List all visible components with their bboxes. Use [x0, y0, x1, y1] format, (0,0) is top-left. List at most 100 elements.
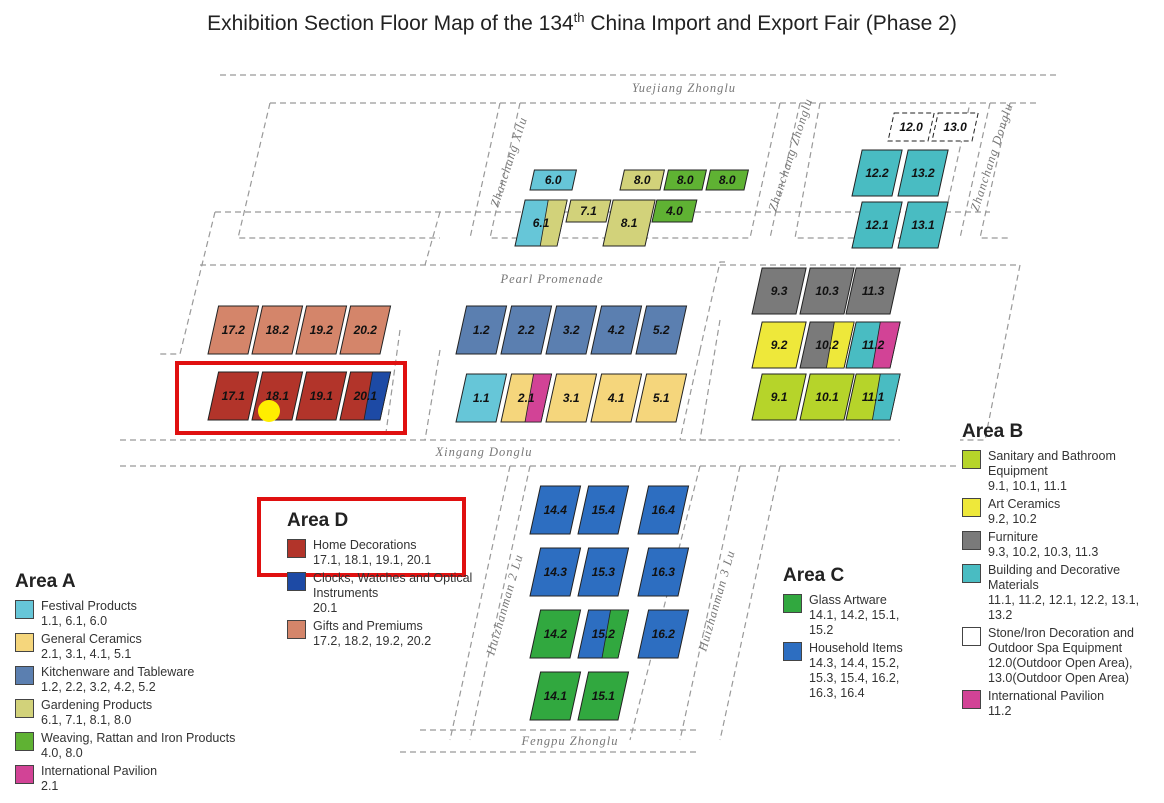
booth-16-3[interactable]: 16.3	[637, 547, 690, 597]
booth-2-2[interactable]: 2.2	[500, 305, 553, 355]
booth-shape[interactable]	[529, 485, 582, 535]
booth-5-1[interactable]: 5.1	[635, 373, 688, 423]
booth-5-2[interactable]: 5.2	[635, 305, 688, 355]
booth-10-1[interactable]: 10.1	[799, 373, 855, 421]
legend-label: Stone/Iron Decoration and Outdoor Spa Eq…	[988, 626, 1134, 655]
booth-9-3[interactable]: 9.3	[751, 267, 807, 315]
booth-shape[interactable]	[545, 305, 598, 355]
booth-4-2[interactable]: 4.2	[590, 305, 643, 355]
booth-shape[interactable]	[851, 201, 903, 249]
booth-shape[interactable]	[637, 485, 690, 535]
booth-shape[interactable]	[295, 305, 348, 355]
booth-13-0[interactable]: 13.0	[931, 112, 979, 142]
booth-12-0[interactable]: 12.0	[887, 112, 935, 142]
booth-shape[interactable]	[577, 485, 630, 535]
booth-shape[interactable]	[751, 267, 807, 315]
booth-8-0[interactable]: 8.0	[705, 169, 750, 191]
booth-19-2[interactable]: 19.2	[295, 305, 348, 355]
booth-shape[interactable]	[455, 305, 508, 355]
booth-1-1[interactable]: 1.1	[455, 373, 508, 423]
booth-shape[interactable]	[602, 199, 656, 247]
booth-6-1[interactable]: 6.1	[514, 199, 568, 247]
booth-8-1[interactable]: 8.1	[602, 199, 656, 247]
booth-6-0[interactable]: 6.0	[529, 169, 578, 191]
booth-shape[interactable]	[651, 199, 698, 223]
booth-shape[interactable]	[565, 199, 612, 223]
booth-shape[interactable]	[455, 373, 508, 423]
booth-3-2[interactable]: 3.2	[545, 305, 598, 355]
booth-shape[interactable]	[799, 373, 855, 421]
booth-shape[interactable]	[529, 609, 582, 659]
booth-shape[interactable]	[590, 305, 643, 355]
booth-19-1[interactable]: 19.1	[295, 371, 348, 421]
booth-shape[interactable]	[529, 671, 582, 721]
booth-9-1[interactable]: 9.1	[751, 373, 807, 421]
booth-20-1[interactable]: 20.1	[339, 371, 392, 421]
booth-shape[interactable]	[845, 267, 901, 315]
booth-shape[interactable]	[897, 149, 949, 197]
booth-shape[interactable]	[851, 149, 903, 197]
booth-shape[interactable]	[887, 112, 935, 142]
booth-shape-secondary	[871, 321, 901, 369]
booth-13-1[interactable]: 13.1	[897, 201, 949, 249]
booth-16-2[interactable]: 16.2	[637, 609, 690, 659]
booth-10-3[interactable]: 10.3	[799, 267, 855, 315]
booth-14-3[interactable]: 14.3	[529, 547, 582, 597]
booth-shape[interactable]	[590, 373, 643, 423]
booth-shape[interactable]	[545, 373, 598, 423]
booth-7-1[interactable]: 7.1	[565, 199, 612, 223]
booth-4-1[interactable]: 4.1	[590, 373, 643, 423]
booth-shape[interactable]	[705, 169, 750, 191]
booth-15-4[interactable]: 15.4	[577, 485, 630, 535]
booth-4-0[interactable]: 4.0	[651, 199, 698, 223]
booth-20-2[interactable]: 20.2	[339, 305, 392, 355]
booth-shape[interactable]	[751, 321, 807, 369]
booth-15-2[interactable]: 15.2	[577, 609, 630, 659]
booth-label: 4.2	[607, 323, 625, 337]
booth-shape[interactable]	[931, 112, 979, 142]
booth-shape[interactable]	[207, 371, 260, 421]
road-zhanchang-zhonglu: Zhanchang Zhonglu	[766, 96, 816, 213]
booth-10-2[interactable]: 10.2	[799, 321, 855, 369]
booth-12-2[interactable]: 12.2	[851, 149, 903, 197]
booth-shape[interactable]	[799, 267, 855, 315]
booth-9-2[interactable]: 9.2	[751, 321, 807, 369]
booth-13-2[interactable]: 13.2	[897, 149, 949, 197]
booth-shape[interactable]	[207, 305, 260, 355]
booth-shape[interactable]	[529, 169, 578, 191]
booth-8-0[interactable]: 8.0	[619, 169, 666, 191]
booth-11-1[interactable]: 11.1	[845, 373, 901, 421]
booth-17-2[interactable]: 17.2	[207, 305, 260, 355]
booth-3-1[interactable]: 3.1	[545, 373, 598, 423]
legend-label: General Ceramics	[41, 632, 142, 646]
booth-shape[interactable]	[751, 373, 807, 421]
booth-shape[interactable]	[637, 609, 690, 659]
booth-16-4[interactable]: 16.4	[637, 485, 690, 535]
booth-14-1[interactable]: 14.1	[529, 671, 582, 721]
booth-1-2[interactable]: 1.2	[455, 305, 508, 355]
booth-shape[interactable]	[619, 169, 666, 191]
booth-17-1[interactable]: 17.1	[207, 371, 260, 421]
booth-shape[interactable]	[251, 305, 304, 355]
booth-14-2[interactable]: 14.2	[529, 609, 582, 659]
booth-11-3[interactable]: 11.3	[845, 267, 901, 315]
booth-11-2[interactable]: 11.2	[845, 321, 901, 369]
booth-14-4[interactable]: 14.4	[529, 485, 582, 535]
booth-15-1[interactable]: 15.1	[577, 671, 630, 721]
booth-15-3[interactable]: 15.3	[577, 547, 630, 597]
booth-shape[interactable]	[577, 547, 630, 597]
booth-12-1[interactable]: 12.1	[851, 201, 903, 249]
booth-shape[interactable]	[339, 305, 392, 355]
booth-8-0[interactable]: 8.0	[663, 169, 708, 191]
booth-shape[interactable]	[635, 305, 688, 355]
booth-shape[interactable]	[897, 201, 949, 249]
booth-shape[interactable]	[500, 305, 553, 355]
booth-shape[interactable]	[663, 169, 708, 191]
booth-shape[interactable]	[635, 373, 688, 423]
booth-2-1[interactable]: 2.1	[500, 373, 553, 423]
booth-shape[interactable]	[295, 371, 348, 421]
booth-shape[interactable]	[529, 547, 582, 597]
booth-shape[interactable]	[577, 671, 630, 721]
booth-shape[interactable]	[637, 547, 690, 597]
booth-18-2[interactable]: 18.2	[251, 305, 304, 355]
